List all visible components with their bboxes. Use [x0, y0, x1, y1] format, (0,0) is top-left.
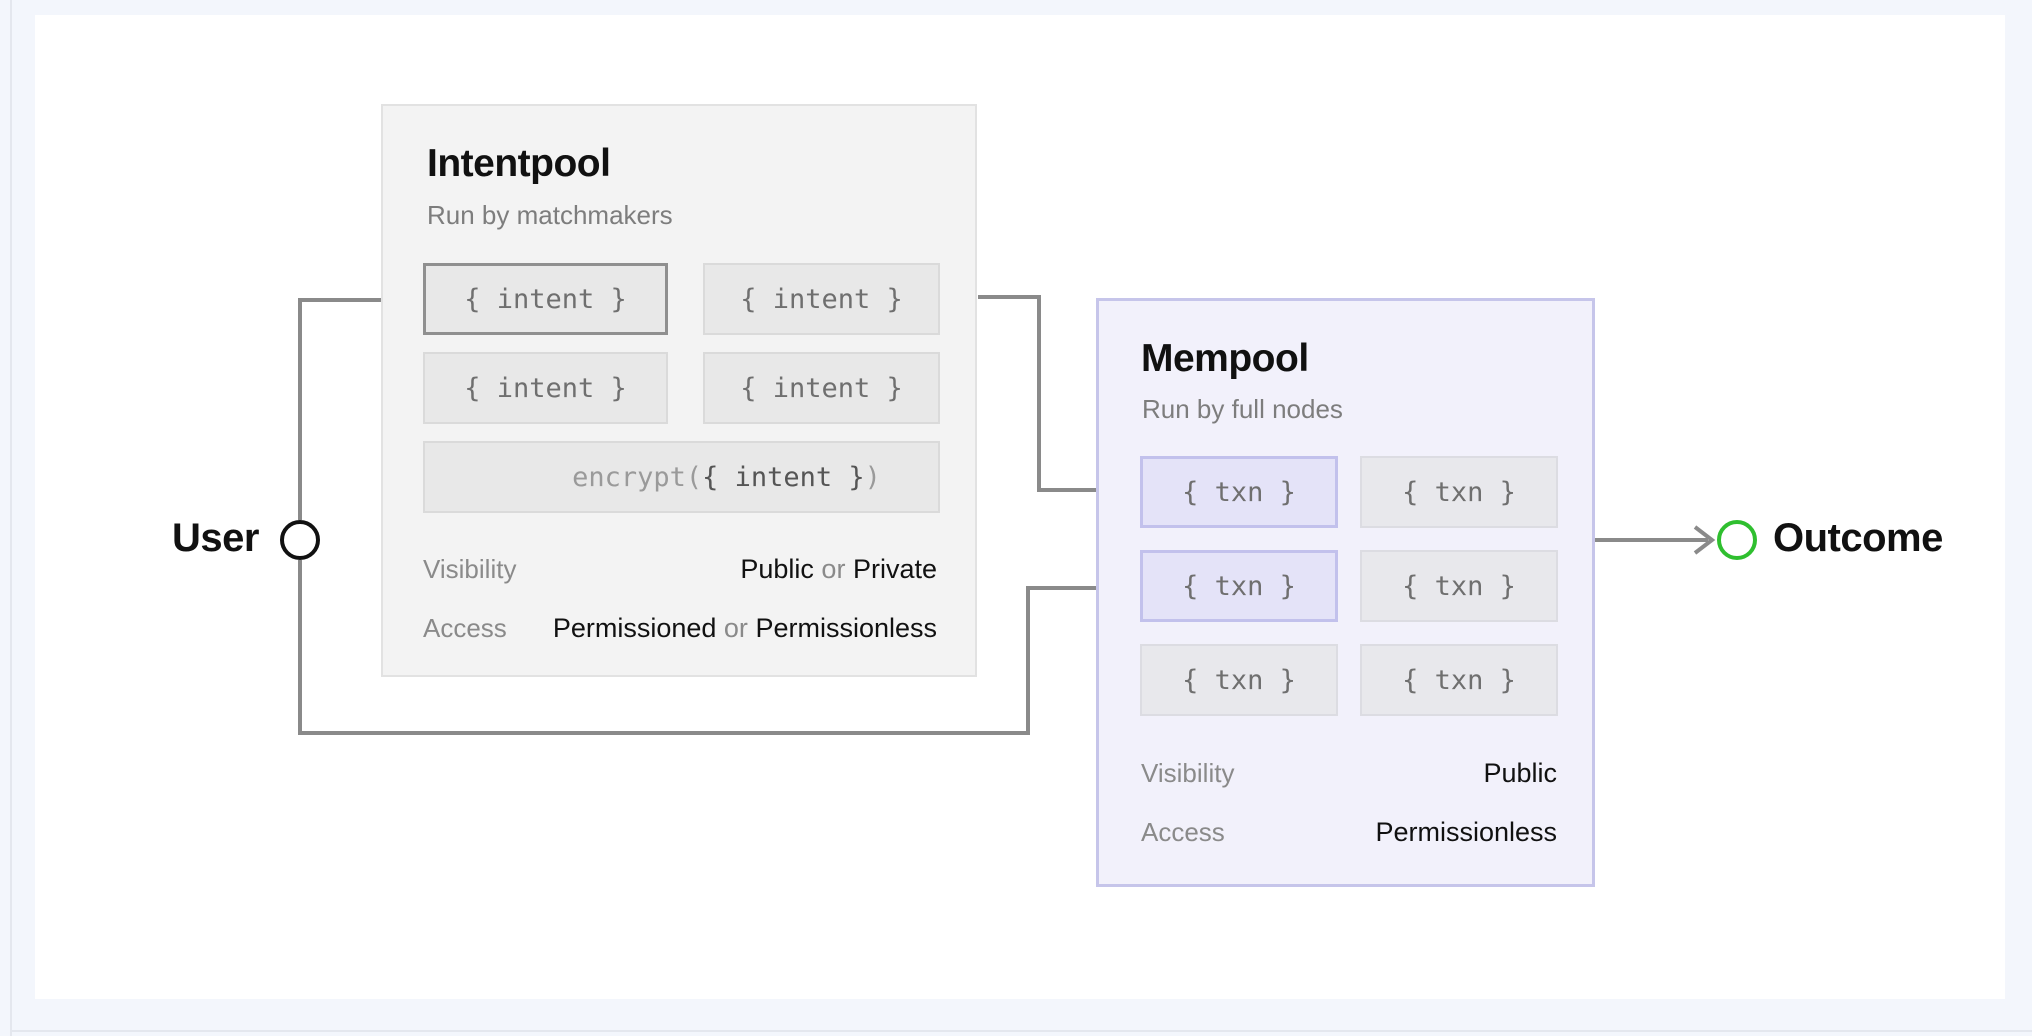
- intentpool-panel: Intentpool Run by matchmakers { intent }…: [381, 104, 977, 677]
- mempool-title: Mempool: [1141, 337, 1309, 380]
- wire-intentpool-to-mempool: [978, 295, 1140, 492]
- encrypt-suffix: ): [864, 461, 881, 493]
- mempool-subtitle: Run by full nodes: [1142, 394, 1343, 424]
- wire-user-to-intentpool: [298, 298, 420, 520]
- wire-user-to-mempool: [298, 560, 1140, 735]
- txn-chip: { txn }: [1140, 550, 1338, 622]
- mempool-visibility-value: Public: [1483, 758, 1557, 788]
- mempool-access-value: Permissionless: [1375, 817, 1557, 847]
- intent-chip: { intent }: [703, 352, 940, 424]
- page-bottom-border: [10, 1030, 2032, 1032]
- encrypt-prefix: encrypt(: [572, 461, 703, 493]
- user-label: User: [172, 516, 259, 560]
- txn-chip: { txn }: [1360, 456, 1558, 528]
- intent-chip: { intent }: [703, 263, 940, 335]
- intentpool-access-label: Access: [423, 613, 507, 643]
- intent-chip: { intent }: [423, 352, 668, 424]
- user-node: [280, 520, 320, 560]
- txn-chip: { txn }: [1360, 550, 1558, 622]
- txn-chip: { txn }: [1140, 456, 1338, 528]
- txn-chip: { txn }: [1140, 644, 1338, 716]
- encrypt-inner: { intent }: [702, 461, 865, 493]
- mempool-panel: Mempool Run by full nodes { txn } { txn …: [1096, 298, 1595, 887]
- intentpool-title: Intentpool: [427, 142, 611, 185]
- diagram-canvas: [35, 15, 2005, 999]
- intentpool-subtitle: Run by matchmakers: [427, 200, 673, 230]
- intentpool-visibility-label: Visibility: [423, 554, 517, 584]
- mempool-visibility-label: Visibility: [1141, 758, 1235, 788]
- txn-chip: { txn }: [1360, 644, 1558, 716]
- outcome-label: Outcome: [1773, 516, 1943, 560]
- intentpool-access-value: Permissioned or Permissionless: [552, 613, 937, 643]
- page-left-border: [10, 0, 12, 1036]
- mempool-access-label: Access: [1141, 817, 1225, 847]
- intent-chip: { intent }: [423, 263, 668, 335]
- outcome-node: [1717, 520, 1757, 560]
- arrowhead-outcome: [1693, 525, 1716, 555]
- intentpool-visibility-value: Public or Private: [740, 554, 937, 584]
- encrypted-intent-chip: encrypt({ intent }): [423, 441, 940, 513]
